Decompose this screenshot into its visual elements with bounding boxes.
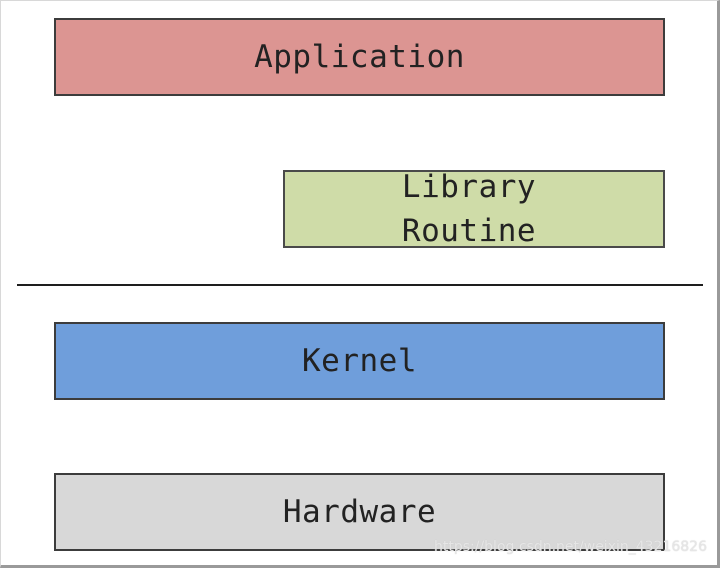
user-kernel-divider <box>17 284 703 286</box>
application-layer: Application <box>54 18 665 96</box>
kernel-layer: Kernel <box>54 322 665 400</box>
kernel-label: Kernel <box>302 343 417 379</box>
watermark-text: https://blog.csdn.net/weixin_43216826 <box>433 539 707 555</box>
hardware-label: Hardware <box>282 494 437 530</box>
library-label-line2: Routine <box>401 213 537 249</box>
library-routine-text: Library Routine <box>402 165 536 253</box>
library-label-line1: Library <box>401 169 537 205</box>
hardware-layer: Hardware <box>54 473 665 551</box>
application-label: Application <box>254 39 465 75</box>
library-routine-layer: Library Routine <box>283 169 665 249</box>
